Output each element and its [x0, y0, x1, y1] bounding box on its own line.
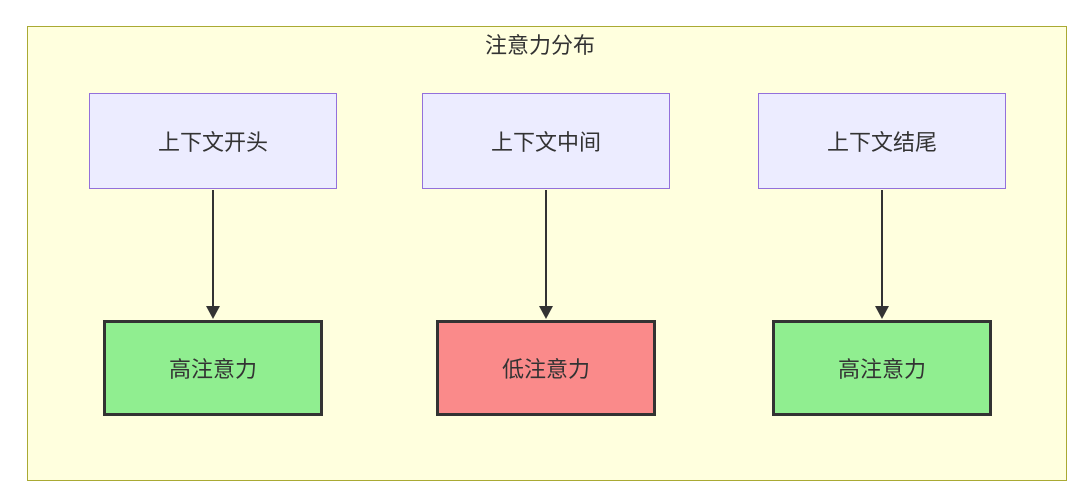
- diagram-title: 注意力分布: [484, 33, 595, 58]
- node-context-beginning: 上下文开头: [89, 93, 337, 189]
- node-label: 上下文开头: [157, 130, 268, 155]
- node-label: 高注意力: [168, 357, 257, 382]
- node-label: 高注意力: [837, 357, 926, 382]
- node-high-attention-left: 高注意力: [103, 320, 323, 416]
- node-context-end: 上下文结尾: [758, 93, 1006, 189]
- node-low-attention-middle: 低注意力: [436, 320, 656, 416]
- node-label: 上下文中间: [490, 130, 601, 155]
- node-context-middle: 上下文中间: [422, 93, 670, 189]
- node-label: 低注意力: [501, 357, 590, 382]
- node-high-attention-right: 高注意力: [772, 320, 992, 416]
- node-label: 上下文结尾: [826, 130, 937, 155]
